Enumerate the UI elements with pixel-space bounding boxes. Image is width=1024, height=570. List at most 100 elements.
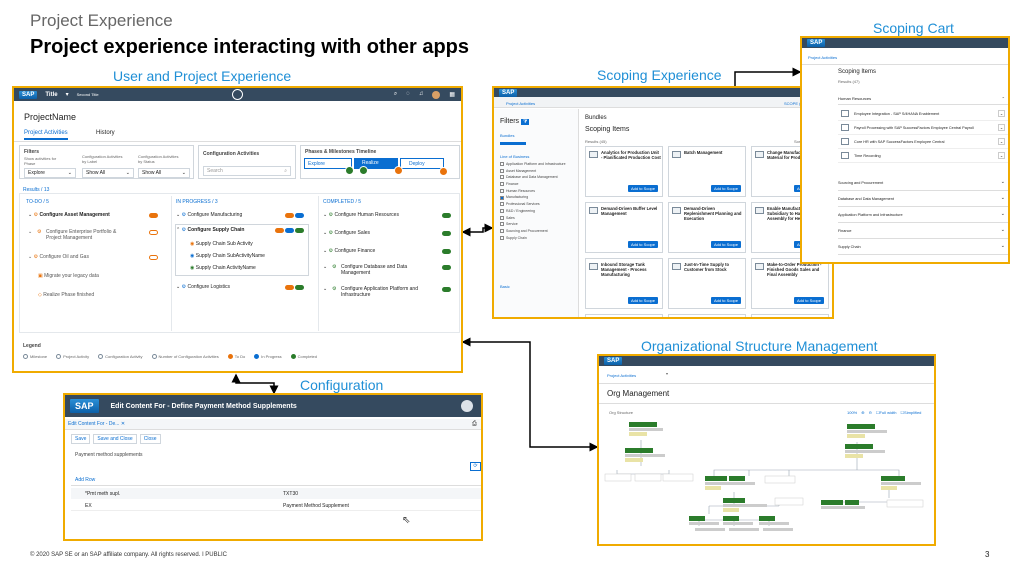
- todo-item[interactable]: ⌄ ⚙ Configure Asset Management: [28, 212, 162, 218]
- checkbox[interactable]: [500, 222, 504, 227]
- scoping-card[interactable]: Make-to-Order Production - Semifinished …: [585, 314, 663, 317]
- filter-checkbox-item[interactable]: Asset Management: [500, 169, 575, 176]
- org-node[interactable]: [625, 448, 665, 462]
- scoping-card[interactable]: Inbound Storage Tank Management - Proces…: [585, 258, 663, 309]
- table-cell[interactable]: Payment Method Supplement: [283, 503, 349, 509]
- checkbox[interactable]: [500, 195, 504, 200]
- scoping-card[interactable]: Make-to-Order Production - Finished Good…: [751, 258, 829, 309]
- milestone-check-icon[interactable]: [359, 166, 368, 175]
- filter-checkbox-item[interactable]: Human Resources: [500, 189, 575, 196]
- zoom-out-icon[interactable]: ⊖: [868, 410, 872, 415]
- print-icon[interactable]: ⎙: [472, 421, 477, 427]
- simplified-toggle[interactable]: ☐Simplified: [900, 410, 922, 415]
- checkbox[interactable]: [500, 168, 504, 173]
- cart-item[interactable]: Employee Integration - SAP S/4HANA Enabl…: [838, 107, 1008, 121]
- checkbox[interactable]: [500, 188, 504, 193]
- chevron-down-icon[interactable]: ⌄: [1000, 179, 1005, 185]
- breadcrumb[interactable]: Project Activities: [808, 55, 838, 60]
- avatar[interactable]: [461, 400, 473, 412]
- checkbox[interactable]: [500, 228, 504, 233]
- timeline-phase-deploy[interactable]: Deploy: [400, 158, 444, 169]
- scoping-card[interactable]: Make-to-Order Production with Variant Co…: [668, 314, 746, 317]
- chevron-down-icon[interactable]: ⌄: [998, 110, 1005, 117]
- milestone-warning-icon[interactable]: [394, 166, 403, 175]
- help-icon[interactable]: ◌: [406, 90, 410, 97]
- save-and-close-button[interactable]: Save and Close: [93, 434, 137, 444]
- table-cell[interactable]: EX: [85, 503, 92, 509]
- filter-group[interactable]: Bundles: [500, 133, 515, 138]
- filter-checkbox-item[interactable]: Application Platform and Infrastructure: [500, 162, 575, 169]
- chevron-down-icon[interactable]: ⌄: [998, 138, 1005, 145]
- in-progress-item[interactable]: ⌃ ⚙ Configure Supply Chain: [176, 227, 308, 233]
- filter-checkbox-item[interactable]: Professional Services: [500, 202, 575, 209]
- todo-item[interactable]: ⌄ ⚙ Configure Oil and Gas: [28, 254, 162, 260]
- org-node[interactable]: [629, 422, 663, 436]
- in-progress-item[interactable]: ⌄ ⚙ Configure Logistics: [176, 284, 308, 290]
- save-button[interactable]: Save: [71, 434, 91, 444]
- completed-item[interactable]: ⌄⚙ Configure Database and Data Managemen…: [323, 264, 455, 276]
- filter-group[interactable]: Line of Business: [500, 154, 530, 159]
- milestone-warning-icon[interactable]: [439, 167, 448, 176]
- checkbox[interactable]: [500, 175, 504, 180]
- in-progress-subitem[interactable]: ◉ Supply Chain SubActivityName: [190, 253, 265, 259]
- settings-icon[interactable]: ⟳: [470, 462, 481, 471]
- scoping-card[interactable]: Analytics for Production Unit - Planific…: [585, 146, 663, 197]
- filter-checkbox-item[interactable]: Finance: [500, 182, 575, 189]
- org-node[interactable]: [705, 475, 921, 490]
- checkbox[interactable]: [500, 202, 504, 207]
- table-row[interactable]: EX Payment Method Supplement: [71, 500, 481, 511]
- checkbox[interactable]: [500, 208, 504, 213]
- cart-group-header[interactable]: Sourcing and Procurement⌄: [838, 175, 1008, 191]
- chevron-down-icon[interactable]: ⌄: [1000, 195, 1005, 201]
- grid-menu-icon[interactable]: ▦: [449, 91, 455, 98]
- chevron-down-icon[interactable]: ⌄: [1000, 227, 1005, 233]
- checkbox[interactable]: [500, 162, 504, 167]
- todo-item[interactable]: ◇ Realize Phase finished: [38, 292, 95, 298]
- completed-item[interactable]: ⌄⚙ Configure Application Platform and In…: [323, 286, 455, 298]
- full-width-toggle[interactable]: ☐Full width: [875, 410, 897, 415]
- add-to-scope-button[interactable]: Add to Scope: [627, 297, 658, 304]
- completed-item[interactable]: ⌄ ⚙ Configure Sales: [323, 230, 455, 236]
- tab-history[interactable]: History: [96, 130, 115, 136]
- todo-item[interactable]: ⌄⚙ Configure Enterprise Portfolio & Proj…: [28, 229, 162, 241]
- shell-title[interactable]: Title: [45, 91, 58, 98]
- config-search-input[interactable]: Search⌕: [203, 166, 291, 176]
- search-icon[interactable]: ⌕: [393, 90, 398, 97]
- completed-item[interactable]: ⌄ ⚙ Configure Finance: [323, 248, 455, 254]
- timeline-phase-realize[interactable]: Realize: [354, 158, 398, 169]
- milestone-check-icon[interactable]: [345, 166, 354, 175]
- chevron-down-icon[interactable]: ⌄: [1000, 243, 1005, 249]
- checkbox[interactable]: [500, 235, 504, 240]
- in-progress-subitem[interactable]: ◉ Supply Chain Sub Activity: [190, 241, 253, 247]
- zoom-in-icon[interactable]: ⊕: [861, 410, 865, 415]
- close-button[interactable]: Close: [139, 434, 161, 444]
- filter-checkbox-item[interactable]: Manufacturing: [500, 195, 575, 202]
- scoping-card[interactable]: Just-In-Time Supply to Customer from Sto…: [668, 258, 746, 309]
- filter-checkbox-item[interactable]: Sales: [500, 216, 575, 223]
- cart-item[interactable]: Payroll Processing with SAP SuccessFacto…: [838, 121, 1008, 135]
- label-select[interactable]: Show All ⌄: [82, 168, 134, 178]
- nav-dropdown-icon[interactable]: ▾: [666, 371, 669, 376]
- scoping-card[interactable]: Demand-Driven Replenishment Planning and…: [668, 202, 746, 253]
- filter-checkbox-item[interactable]: Database and Data Management: [500, 175, 575, 182]
- scoping-card[interactable]: Make-to-Stock - Process Manufacturing Ba…: [751, 314, 829, 317]
- checkbox[interactable]: [500, 215, 504, 220]
- org-node[interactable]: [604, 473, 694, 482]
- avatar[interactable]: [432, 90, 441, 99]
- filter-checkbox-item[interactable]: Supply Chain: [500, 236, 575, 243]
- in-progress-subitem[interactable]: ◉ Supply Chain ActivityName: [190, 265, 256, 271]
- cart-group-header[interactable]: Application Platform and Infrastructure⌄: [838, 207, 1008, 223]
- chevron-up-icon[interactable]: ⌃: [1001, 96, 1005, 101]
- org-node[interactable]: [689, 516, 793, 531]
- cart-group-header[interactable]: Finance⌄: [838, 223, 1008, 239]
- chevron-down-icon[interactable]: ▾: [65, 92, 69, 98]
- filter-checkbox-item[interactable]: R&D / Engineering: [500, 209, 575, 216]
- co-pilot-icon[interactable]: [232, 89, 243, 100]
- status-select[interactable]: Show All ⌄: [138, 168, 190, 178]
- add-to-scope-button[interactable]: Add to Scope: [793, 297, 824, 304]
- filter-checkbox-item[interactable]: Sourcing and Procurement: [500, 229, 575, 236]
- cart-item[interactable]: Core HR with SAP SuccessFactors Employee…: [838, 135, 1008, 149]
- bell-icon[interactable]: ♫: [418, 90, 424, 97]
